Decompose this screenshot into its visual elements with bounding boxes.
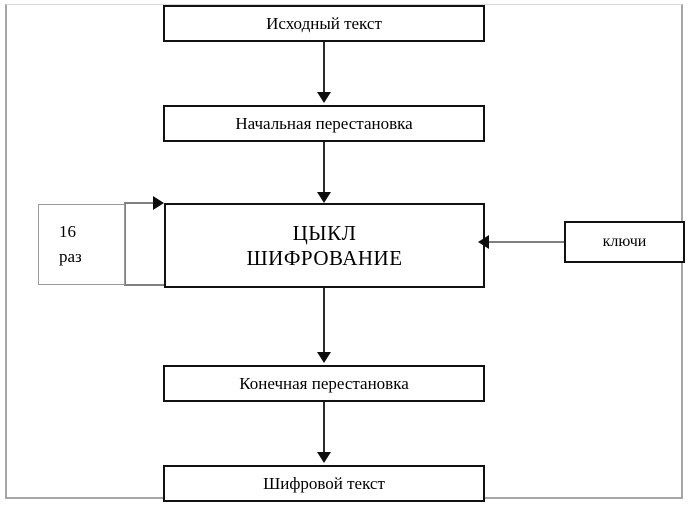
node-cycle-encryption-label: ЦЫКЛ ШИФРОВАНИЕ [166,221,483,269]
edge-initial-permutation-to-cycle-line [323,142,325,193]
edge-final-permutation-to-ciphertext-arrow [317,452,331,463]
edge-initial-permutation-to-cycle-arrow [317,192,331,203]
node-loop-count-label: 16 раз [59,220,124,269]
node-plaintext[interactable]: Исходный текст [163,5,485,42]
node-keys[interactable]: ключи [564,221,685,263]
edge-plaintext-to-initial-permutation-arrow [317,92,331,103]
node-initial-permutation-label: Начальная перестановка [235,113,413,133]
node-loop-count[interactable]: 16 раз [38,204,125,285]
node-keys-label: ключи [602,232,647,250]
node-loop-count-line1: 16 [59,221,76,241]
loop-back-bottom-segment [125,284,185,286]
node-final-permutation-label: Конечная перестановка [239,373,409,393]
node-final-permutation[interactable]: Конечная перестановка [163,365,485,402]
node-cycle-line2: ШИФРОВАНИЕ [246,245,403,270]
node-plaintext-label: Исходный текст [266,13,382,33]
node-initial-permutation[interactable]: Начальная перестановка [163,105,485,142]
node-cycle-encryption[interactable]: ЦЫКЛ ШИФРОВАНИЕ [164,203,485,288]
loop-back-top-segment [124,202,160,204]
loop-back-arrow [153,196,164,210]
loop-back-vertical-segment [124,203,126,286]
edge-final-permutation-to-ciphertext-line [323,402,325,453]
node-cycle-line1: ЦЫКЛ [292,221,357,246]
node-loop-count-line2: раз [59,246,82,266]
node-ciphertext[interactable]: Шифровой текст [163,465,485,502]
edge-cycle-to-final-permutation-arrow [317,352,331,363]
edge-cycle-to-final-permutation-line [323,288,325,353]
edge-keys-to-cycle-arrow [478,235,489,249]
edge-keys-to-cycle-line [487,241,565,243]
node-ciphertext-label: Шифровой текст [263,473,385,493]
edge-plaintext-to-initial-permutation-line [323,42,325,93]
